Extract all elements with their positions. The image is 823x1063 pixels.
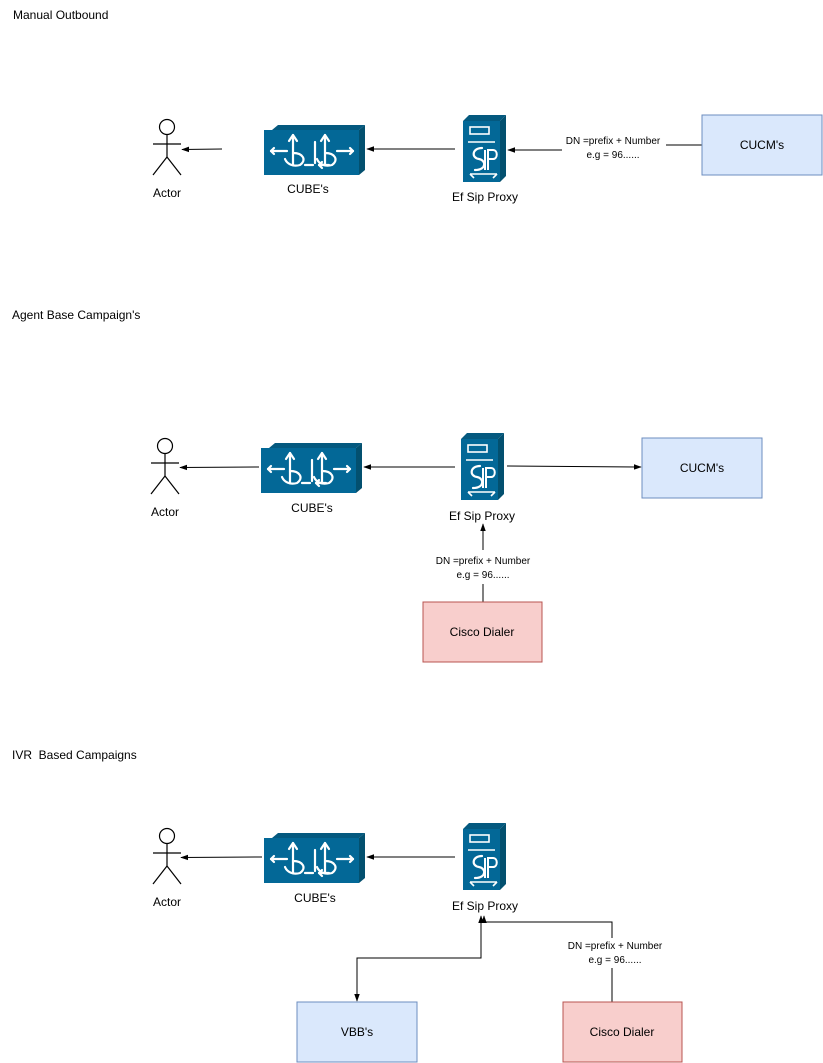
dn-label-line1: DN =prefix + Number — [566, 136, 661, 147]
cucm-box — [641, 437, 763, 499]
cucm-box — [701, 114, 823, 176]
section-title: Agent Base Campaign's — [12, 308, 140, 322]
cube-router-icon — [259, 441, 364, 495]
cisco-dialer-label: Cisco Dialer — [450, 625, 515, 639]
cisco-dialer-box — [422, 601, 543, 663]
cube-to-actor-arrow — [179, 464, 260, 471]
cube-label: CUBE's — [287, 182, 329, 196]
dn-label-line2: e.g = 96...... — [456, 570, 509, 581]
sip-proxy-server-icon — [461, 821, 508, 892]
actor-label: Actor — [153, 895, 181, 909]
vbb-to-proxy-arrow — [356, 915, 484, 990]
section-ivr-based-campaigns: IVR Based Campaigns Actor CUBE's Ef Sip … — [12, 748, 683, 1063]
vbb-box — [296, 1001, 418, 1063]
section-manual-outbound: Manual Outbound Actor CUBE's Ef Sip Prox… — [13, 8, 823, 204]
dialer-to-proxy-arrow — [484, 916, 613, 1002]
vbb-label: VBB's — [341, 1025, 373, 1039]
dn-label-line1: DN =prefix + Number — [568, 941, 663, 952]
cube-label: CUBE's — [291, 501, 333, 515]
cisco-dialer-box — [562, 1001, 683, 1063]
proxy-label: Ef Sip Proxy — [449, 509, 515, 523]
cube-to-actor-arrow — [181, 146, 223, 153]
dn-label-line2: e.g = 96...... — [586, 150, 639, 161]
proxy-to-cucm-arrow — [506, 464, 642, 470]
actor-icon — [152, 118, 182, 176]
section-agent-base-campaigns: Agent Base Campaign's Actor CUBE's Ef Si… — [12, 308, 763, 663]
cube-to-actor-arrow — [180, 854, 263, 861]
cucm-label: CUCM's — [680, 461, 724, 475]
proxy-label: Ef Sip Proxy — [452, 899, 518, 913]
proxy-to-vbb-arrow — [354, 920, 482, 1002]
cucm-label: CUCM's — [740, 138, 784, 152]
section-title: Manual Outbound — [13, 8, 108, 22]
proxy-label: Ef Sip Proxy — [452, 190, 518, 204]
actor-label: Actor — [153, 186, 181, 200]
cucm-to-proxy-arrow — [508, 145, 702, 150]
actor-label: Actor — [151, 505, 179, 519]
cube-router-icon — [262, 123, 367, 177]
dn-label-line2: e.g = 96...... — [588, 955, 641, 966]
section-title: IVR Based Campaigns — [12, 748, 137, 762]
actor-icon — [152, 827, 182, 885]
cube-router-icon — [262, 831, 367, 885]
cisco-dialer-label: Cisco Dialer — [590, 1025, 655, 1039]
cube-label: CUBE's — [294, 891, 336, 905]
sip-proxy-server-icon — [461, 113, 508, 184]
actor-icon — [150, 437, 180, 495]
dn-label-line1: DN =prefix + Number — [436, 556, 531, 567]
sip-proxy-server-icon — [459, 431, 506, 502]
